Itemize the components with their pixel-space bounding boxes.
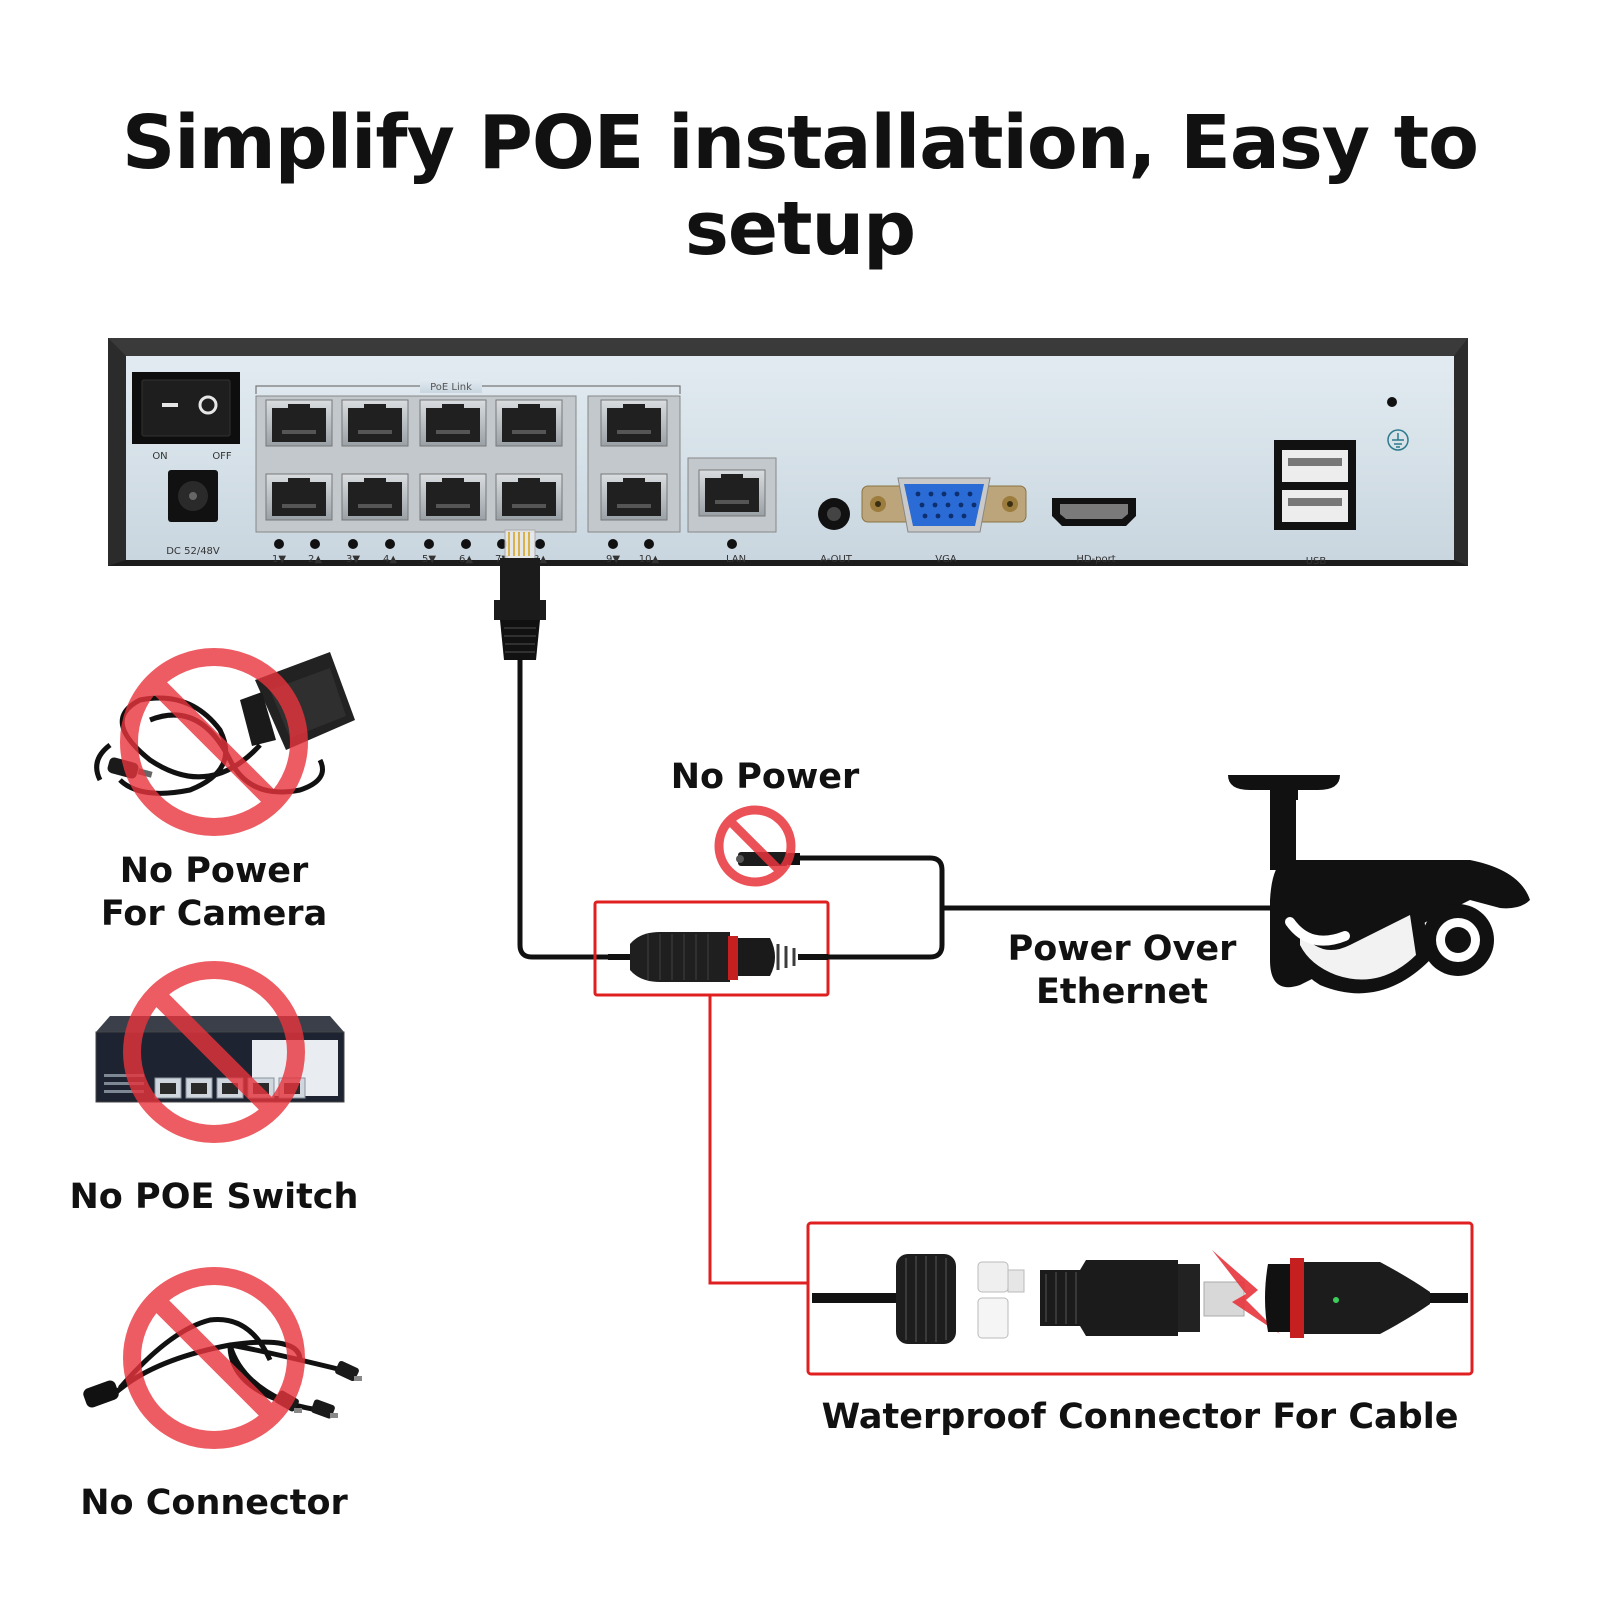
dc-voltage-label: DC 52/48V [166,546,220,557]
no-connector-label: No Connector [80,1483,348,1523]
vga-port: VGA [861,477,1027,565]
camera-label-line1: No Power [119,851,309,891]
waterproof-connector-label: Waterproof Connector For Cable [821,1397,1459,1437]
usb-ports: USB [1274,440,1356,567]
port-number-8: 8▲ [533,554,547,565]
port-leds [274,539,737,549]
poe-label-line1: Power Over [1007,929,1237,969]
mid-waterproof-connector [608,932,828,982]
vga-label: VGA [935,554,957,565]
ip-camera-icon [1228,775,1530,994]
rj45-plug-icon [494,529,546,660]
no-power-top-label: No Power [670,757,860,797]
switch-on-label: ON [152,451,167,462]
port-number-6: 6▲ [459,554,473,565]
nvr-recorder: ON OFF DC 52/48V PoE Link [108,338,1468,567]
power-switch: ON OFF [132,372,240,462]
ground-icon [1387,429,1409,451]
no-poe-switch-label: No POE Switch [69,1177,359,1217]
camera-cable [800,855,1300,960]
waterproof-highlight-box [806,1221,1474,1376]
prohibited-icon-dc [714,805,796,887]
prohibited-icon-connector [123,1267,305,1449]
port-number-2: 2▲ [308,554,322,565]
ethernet-cable [517,660,610,960]
hdmi-port: HD-port [1052,498,1136,565]
port-number-5: 5▼ [422,554,436,565]
hd-port-label: HD-port [1076,554,1115,565]
no-power-camera-label: No Power For Camera [94,850,334,935]
port-number-1: 1▼ [272,554,286,565]
poe-link-label: PoE Link [430,382,472,393]
prohibited-icon-switch [123,961,305,1143]
dc-jack: DC 52/48V [166,470,220,557]
port-number-3: 3▼ [346,554,360,565]
aout-label: A-OUT [820,554,853,565]
switch-off-label: OFF [212,451,232,462]
port-number-10: 10▲ [639,554,660,565]
lan-label: LAN [726,554,746,565]
lan-port [687,457,777,533]
camera-label-line2: For Camera [100,893,328,934]
usb-label: USB [1306,556,1327,567]
audio-out-jack: A-OUT [818,498,853,565]
waterproof-connector-exploded [812,1250,1468,1344]
prohibited-icon-adapter [120,648,308,836]
page-title: Simplify POE installation, Easy to setup [121,100,1479,272]
port-number-4: 4▲ [383,554,397,565]
poe-label-line2: Ethernet [1036,971,1208,1012]
port-number-9: 9▼ [606,554,620,565]
highlight-leader-line [708,995,808,1285]
poe-label: Power Over Ethernet [990,928,1254,1013]
